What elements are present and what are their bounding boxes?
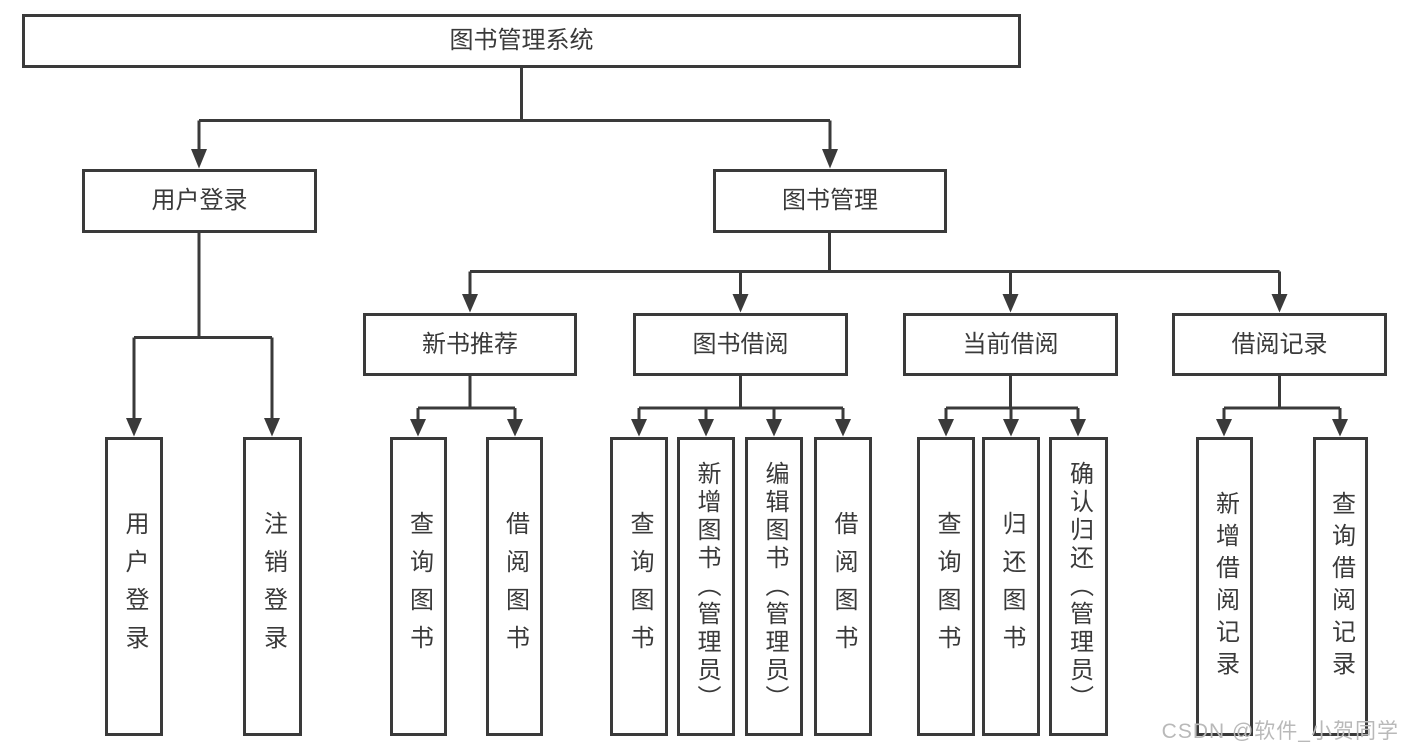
leaf-add-book-admin: 新增图书（管理员） xyxy=(677,437,735,736)
arrow-down-icon xyxy=(264,418,280,437)
leaf-edit-book-admin: 编辑图书（管理员） xyxy=(745,437,803,736)
leaf-borrow-books-2: 借阅图书 xyxy=(814,437,872,736)
connector-new-book-to-leaves xyxy=(416,375,517,422)
connector-borrow-records-to-leaves xyxy=(1222,375,1342,422)
leaf-query-books-1: 查询图书 xyxy=(390,437,447,736)
leaf-user-login: 用户登录 xyxy=(105,437,163,736)
arrow-down-icon xyxy=(126,418,142,437)
node-root: 图书管理系统 xyxy=(22,14,1021,68)
arrow-down-icon xyxy=(410,419,426,437)
leaf-borrow-books-1: 借阅图书 xyxy=(486,437,543,736)
watermark: CSDN @软件_小贺同学 xyxy=(1161,720,1399,743)
arrow-down-icon xyxy=(732,294,749,313)
arrow-down-icon xyxy=(507,419,523,437)
connector-user-login-to-leaves xyxy=(132,232,274,420)
arrow-down-icon xyxy=(462,294,478,313)
leaf-add-borrow-record: 新增借阅记录 xyxy=(1196,437,1253,736)
leaf-query-books-3: 查询图书 xyxy=(917,437,975,736)
connector-book-management-to-level3 xyxy=(468,232,1281,297)
arrow-down-icon xyxy=(631,419,647,437)
leaf-logout: 注销登录 xyxy=(243,437,302,736)
arrow-down-icon xyxy=(766,419,782,437)
arrow-down-icon xyxy=(1271,294,1288,313)
connector-root-to-level2 xyxy=(197,66,832,152)
node-borrow-records: 借阅记录 xyxy=(1172,313,1387,376)
arrow-down-icon xyxy=(938,419,954,437)
leaf-confirm-return-admin: 确认归还（管理员） xyxy=(1049,437,1108,736)
node-new-book-recommend: 新书推荐 xyxy=(363,313,577,376)
arrow-down-icon xyxy=(835,419,851,437)
arrow-down-icon xyxy=(1216,419,1232,437)
node-book-management: 图书管理 xyxy=(713,169,947,233)
arrow-down-icon xyxy=(822,149,838,169)
leaf-query-borrow-record: 查询借阅记录 xyxy=(1313,437,1368,736)
leaf-return-book: 归还图书 xyxy=(982,437,1040,736)
arrow-down-icon xyxy=(698,419,714,437)
leaf-query-books-2: 查询图书 xyxy=(610,437,668,736)
arrow-down-icon xyxy=(1332,419,1348,437)
arrow-down-icon xyxy=(1003,419,1019,437)
arrow-down-icon xyxy=(191,149,207,169)
connector-current-borrow-to-leaves xyxy=(944,375,1080,422)
arrow-down-icon xyxy=(1002,294,1019,313)
node-current-borrow: 当前借阅 xyxy=(903,313,1118,376)
connector-book-borrow-to-leaves xyxy=(637,375,845,422)
arrow-down-icon xyxy=(1070,419,1086,437)
node-book-borrow: 图书借阅 xyxy=(633,313,848,376)
node-user-login: 用户登录 xyxy=(82,169,317,233)
